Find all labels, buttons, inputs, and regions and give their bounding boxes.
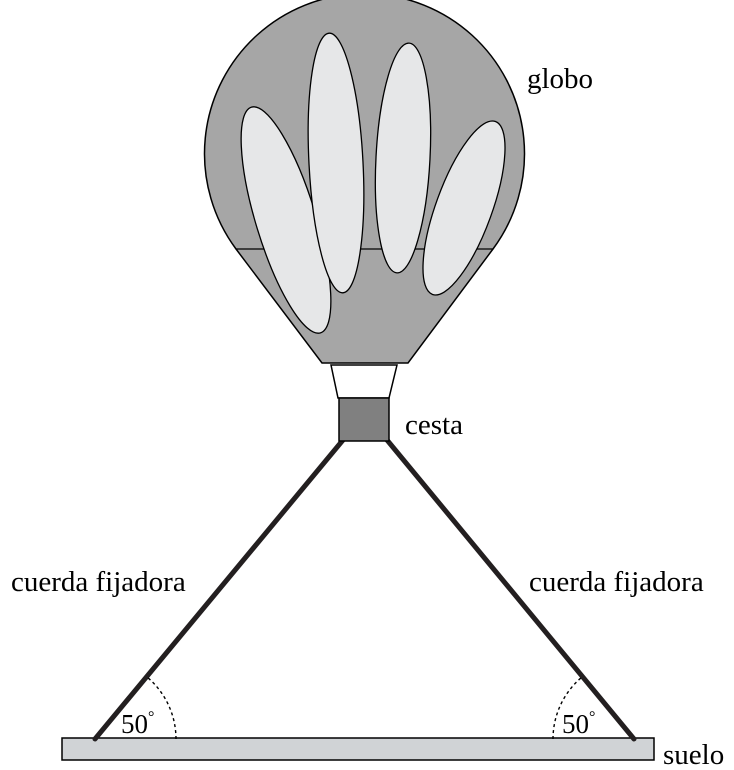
label-cesta: cesta <box>405 409 463 441</box>
degree-symbol-right: ° <box>589 709 595 726</box>
angle-value-left: 50 <box>121 709 148 739</box>
rope-left <box>92 437 346 742</box>
degree-symbol-left: ° <box>148 709 154 726</box>
balloon-panel-2 <box>307 32 365 294</box>
balloon-throat <box>330 364 398 399</box>
angle-arc-left <box>146 676 177 740</box>
label-globo: globo <box>527 63 593 95</box>
rope-right <box>384 437 637 742</box>
label-cuerda-left: cuerda fijadora <box>11 566 186 598</box>
balloon-panel-4 <box>422 120 506 296</box>
angle-arc-right <box>552 676 583 740</box>
angle-label-left: 50° <box>121 709 154 739</box>
angle-value-right: 50 <box>562 709 589 739</box>
label-cuerda-right: cuerda fijadora <box>529 566 704 598</box>
basket <box>338 397 390 442</box>
ground-bar <box>61 737 655 761</box>
balloon-panel-3 <box>374 42 432 274</box>
label-suelo: suelo <box>663 739 724 770</box>
angle-label-right: 50° <box>562 709 595 739</box>
